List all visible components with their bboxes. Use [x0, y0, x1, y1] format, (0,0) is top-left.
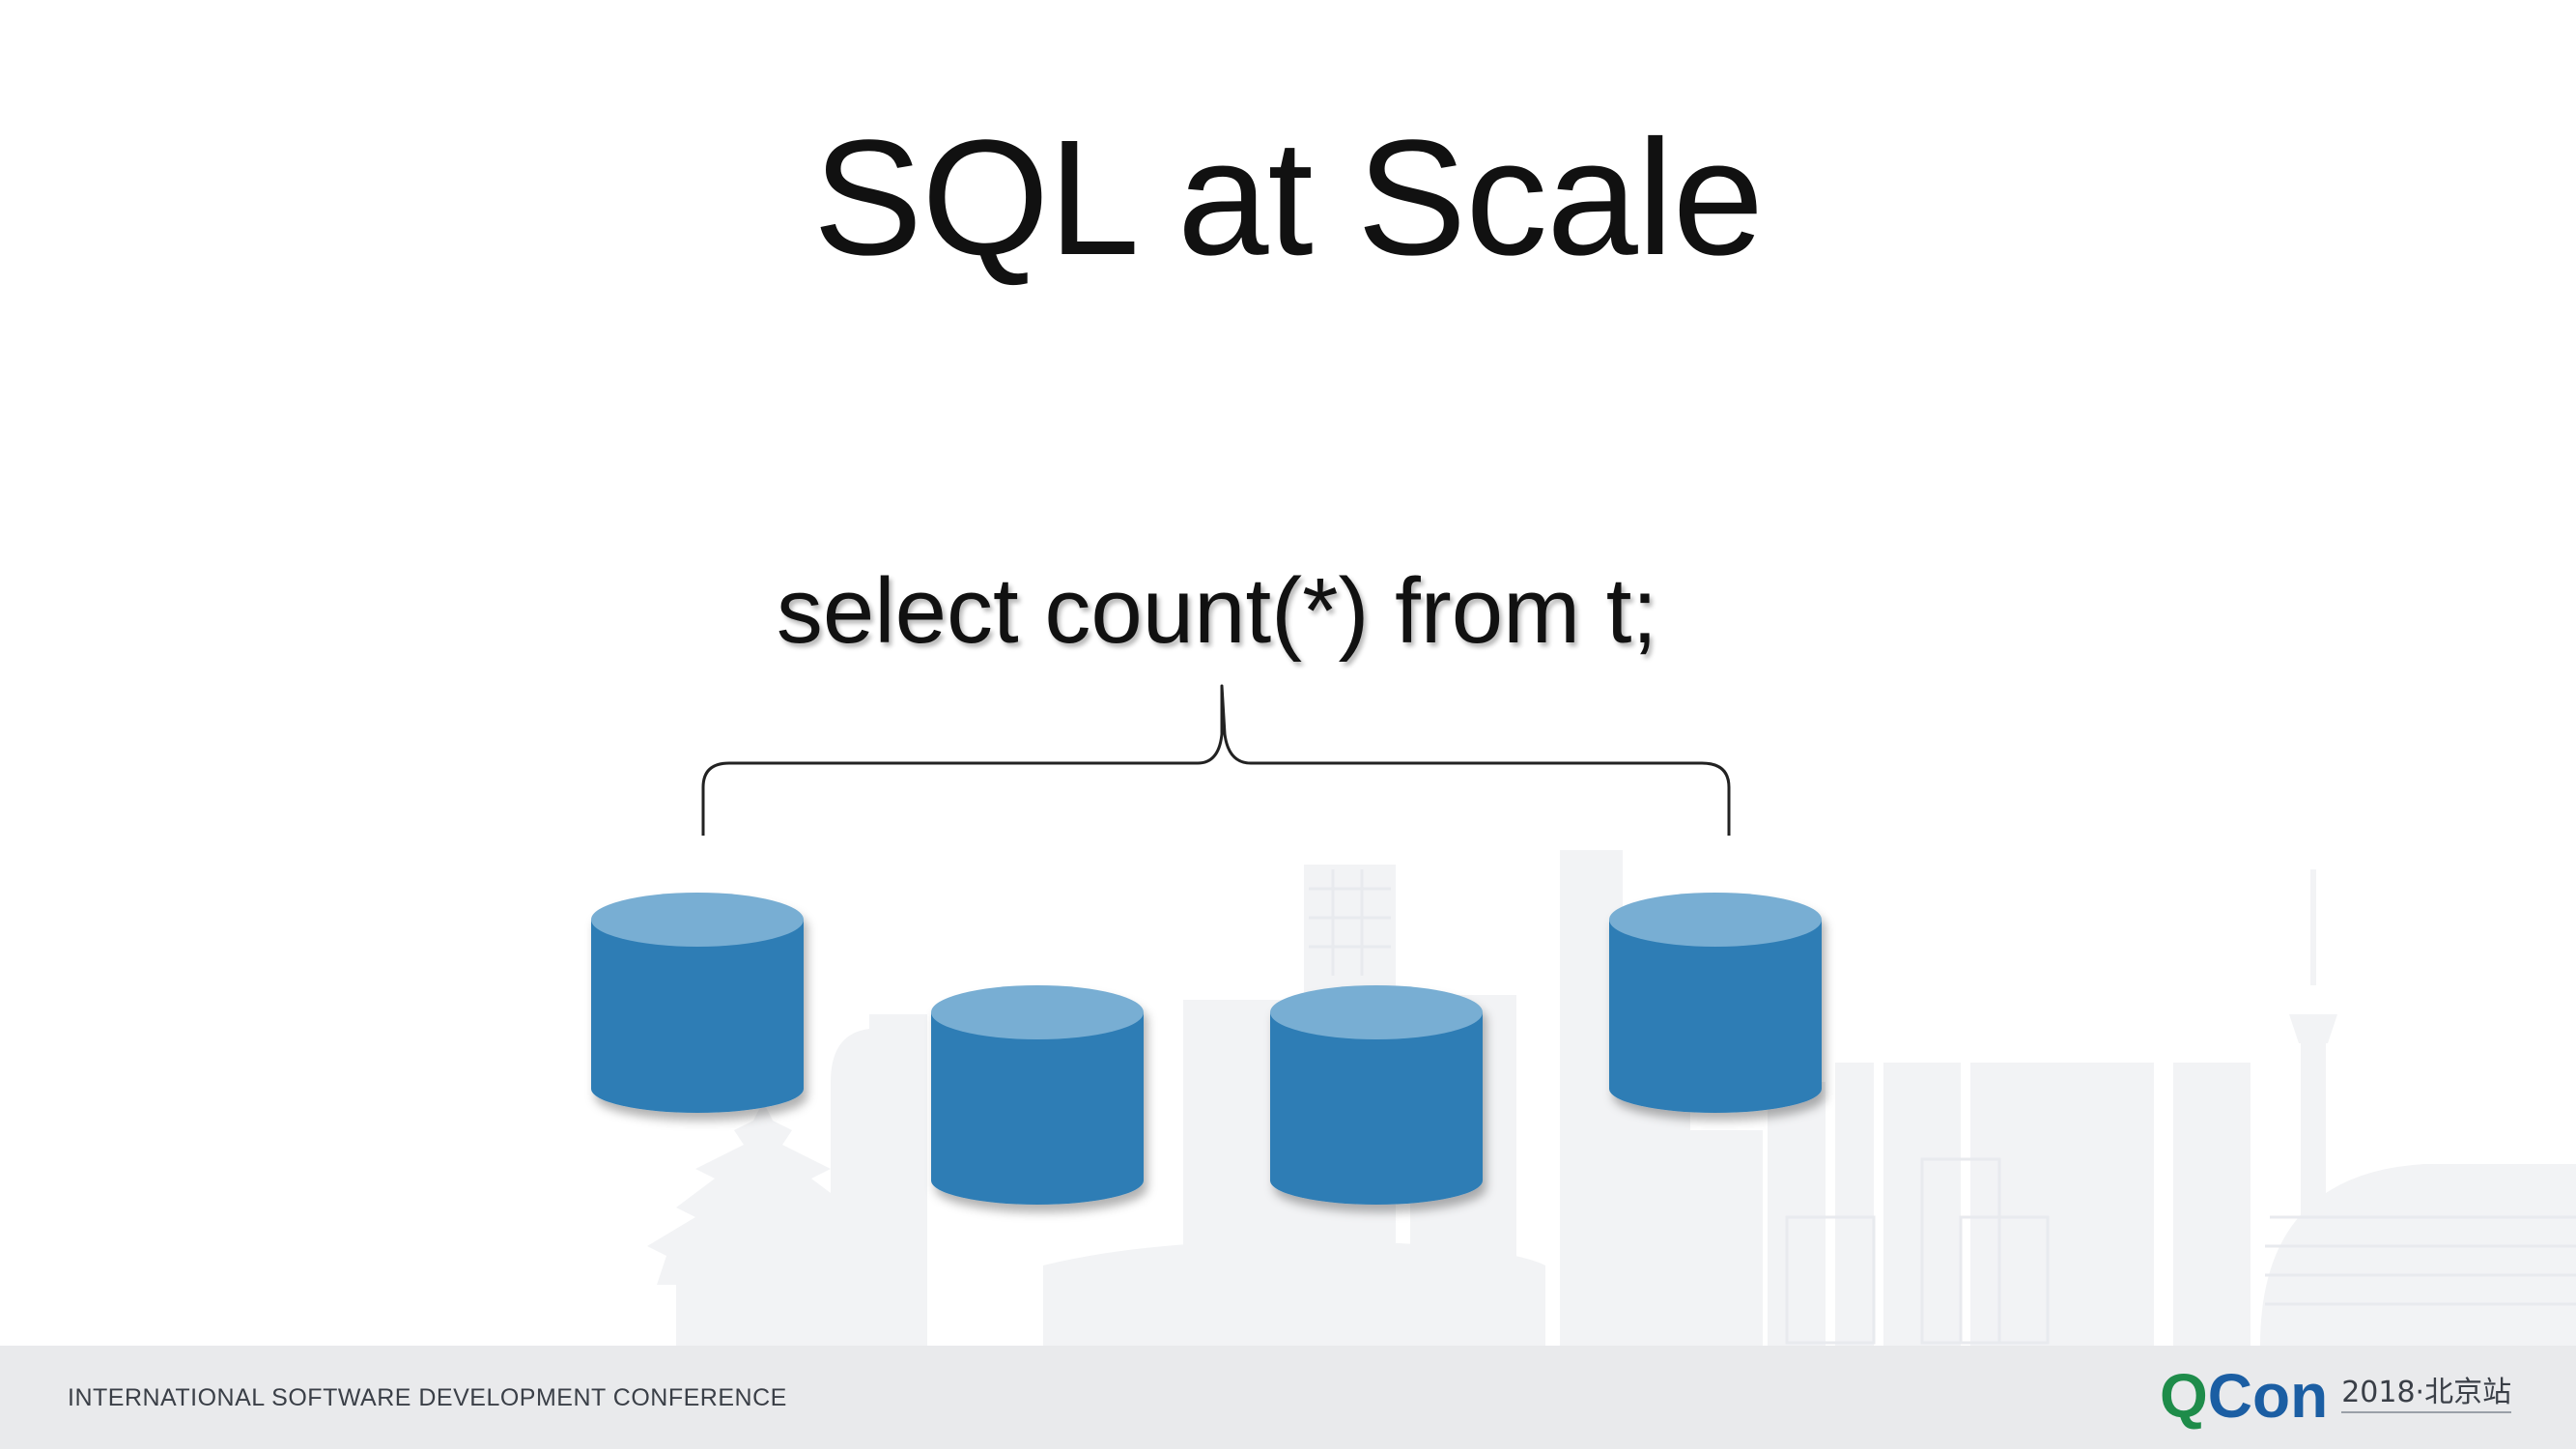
database-cylinder-4 [1609, 893, 1822, 1113]
logo-con: Con [2207, 1361, 2329, 1431]
slide-title: SQL at Scale [812, 106, 1764, 290]
database-cylinder-1 [591, 893, 804, 1113]
logo-subtitle: 2018·北京站 [2341, 1378, 2512, 1413]
footer-bar: INTERNATIONAL SOFTWARE DEVELOPMENT CONFE… [0, 1346, 2576, 1449]
qcon-logo: Q Con 2018·北京站 [2160, 1361, 2512, 1431]
logo-q: Q [2160, 1361, 2208, 1431]
database-cylinder-2 [931, 985, 1144, 1205]
sql-query-text: select count(*) from t; [776, 559, 1658, 663]
curly-brace [701, 684, 1731, 836]
conference-name: INTERNATIONAL SOFTWARE DEVELOPMENT CONFE… [68, 1384, 787, 1411]
database-cylinder-3 [1270, 985, 1483, 1205]
